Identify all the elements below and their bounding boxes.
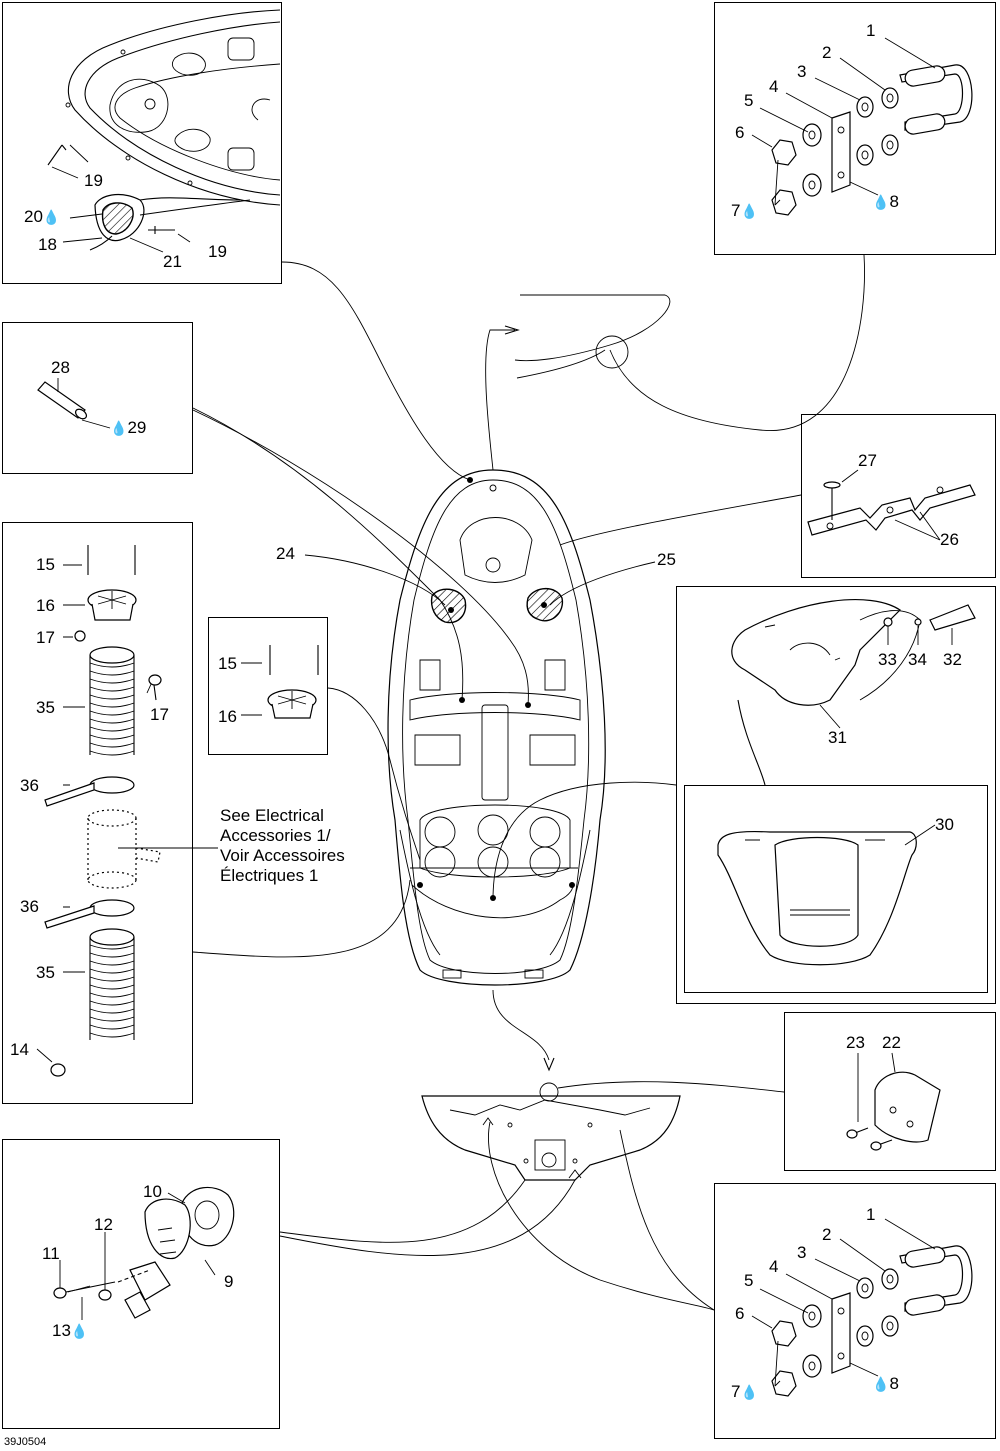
callout-7: 7💧 xyxy=(731,201,758,220)
drop-icon: 💧 xyxy=(740,203,758,219)
callout-3: 3 xyxy=(797,62,807,81)
box-tube-28 xyxy=(2,322,193,474)
callout-36: 36 xyxy=(20,776,39,795)
box-handle-bottom xyxy=(714,1183,996,1439)
callout-32: 32 xyxy=(943,650,962,669)
drop-icon: 💧 xyxy=(110,420,128,436)
stern-view xyxy=(421,1082,681,1181)
callout-29: 💧29 xyxy=(110,418,147,437)
callout-1: 1 xyxy=(866,21,876,40)
callout-22: 22 xyxy=(882,1033,901,1052)
note-line: Accessories 1/ xyxy=(220,826,331,845)
callout-2: 2 xyxy=(822,43,832,62)
callout-33: 33 xyxy=(878,650,897,669)
tube-28-drawing xyxy=(37,378,111,429)
callout-5: 5 xyxy=(744,91,754,110)
callout-27: 27 xyxy=(858,451,877,470)
strip-26-drawing xyxy=(807,469,976,541)
electrical-accessories-note: See Electrical Accessories 1/ Voir Acces… xyxy=(220,806,345,886)
box-vent-16 xyxy=(208,617,328,755)
callout-19b: 19 xyxy=(208,242,227,261)
callout-7b: 7💧 xyxy=(731,1382,758,1401)
callout-31: 31 xyxy=(828,728,847,747)
callout-13: 13💧 xyxy=(52,1321,89,1340)
callout-16b: 16 xyxy=(218,707,237,726)
callout-21: 21 xyxy=(163,252,182,271)
callout-17b: 17 xyxy=(150,705,169,724)
callout-35: 35 xyxy=(36,698,55,717)
callout-14: 14 xyxy=(10,1040,29,1059)
drop-icon: 💧 xyxy=(872,1376,890,1392)
callout-36b: 36 xyxy=(20,897,39,916)
callout-24: 24 xyxy=(276,544,295,563)
drop-icon: 💧 xyxy=(872,194,890,210)
cover-30-drawing xyxy=(717,824,936,966)
callout-6: 6 xyxy=(735,123,745,142)
callout-5b: 5 xyxy=(744,1271,754,1290)
callout-17: 17 xyxy=(36,628,55,647)
callout-11: 11 xyxy=(42,1244,60,1263)
callout-3b: 3 xyxy=(797,1243,807,1262)
drop-icon: 💧 xyxy=(42,209,61,225)
callout-8b: 💧8 xyxy=(872,1374,899,1393)
hull-top-view xyxy=(387,469,606,986)
callout-28: 28 xyxy=(51,358,70,377)
callout-23: 23 xyxy=(846,1033,865,1052)
leader-lines xyxy=(192,254,865,1311)
callout-9: 9 xyxy=(224,1272,234,1291)
callout-25: 25 xyxy=(657,550,676,569)
box-handle-top xyxy=(714,2,996,255)
callout-16: 16 xyxy=(36,596,55,615)
note-line: Électriques 1 xyxy=(220,866,319,885)
callout-10: 10 xyxy=(143,1182,162,1201)
callout-15b: 15 xyxy=(218,654,237,673)
drop-icon: 💧 xyxy=(740,1384,758,1400)
callout-6b: 6 xyxy=(735,1304,745,1323)
note-line: Voir Accessoires xyxy=(220,846,345,865)
bow-deck-drawing xyxy=(47,9,281,253)
callout-34: 34 xyxy=(908,650,927,669)
note-line: See Electrical xyxy=(220,806,324,825)
bracket-22-drawing xyxy=(846,1052,941,1151)
callout-30: 30 xyxy=(935,815,954,834)
diagram-code: 39J0504 xyxy=(4,1436,47,1448)
callout-20: 20💧 xyxy=(24,207,61,226)
callout-19: 19 xyxy=(84,171,103,190)
callout-35b: 35 xyxy=(36,963,55,982)
vent-hose-drawing xyxy=(36,545,218,1077)
callout-2b: 2 xyxy=(822,1225,832,1244)
callout-1b: 1 xyxy=(866,1205,876,1224)
vent-16-drawing xyxy=(241,645,319,719)
callout-18: 18 xyxy=(38,235,57,254)
callout-8: 💧8 xyxy=(872,192,899,211)
callout-4: 4 xyxy=(769,77,779,96)
callout-12: 12 xyxy=(94,1215,113,1234)
callout-15: 15 xyxy=(36,555,55,574)
callout-26: 26 xyxy=(940,530,959,549)
callout-4b: 4 xyxy=(769,1257,779,1276)
drain-plug-drawing xyxy=(53,1186,235,1320)
cover-31-drawing xyxy=(731,598,976,786)
handle-assembly-drawing xyxy=(751,37,973,216)
drop-icon: 💧 xyxy=(70,1323,89,1339)
